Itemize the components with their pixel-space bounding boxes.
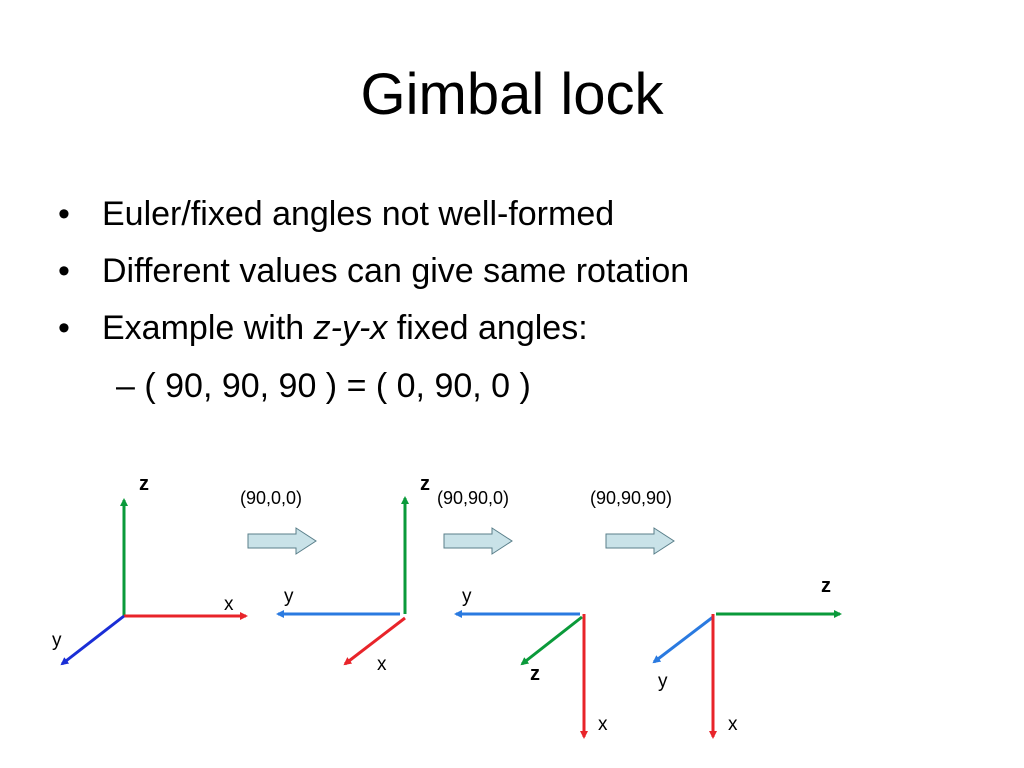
frame-2-y-label: y	[284, 586, 294, 607]
frame-3: y z x	[454, 586, 608, 739]
frame-1-y-label: y	[52, 630, 62, 651]
right-arrow-icon	[605, 527, 675, 555]
bullet-item: • Example with z-y-x fixed angles:	[58, 300, 689, 357]
frame-4: z y x	[652, 575, 842, 739]
rotation-label-1: (90,0,0)	[240, 488, 302, 508]
right-arrow-icon	[443, 527, 513, 555]
bullet-marker: •	[58, 195, 70, 233]
rotation-step-1: (90,0,0)	[240, 488, 317, 555]
bullet-item: • Different values can give same rotatio…	[58, 243, 689, 300]
frame-3-z-axis	[520, 615, 583, 666]
frame-1-x-label: x	[224, 594, 234, 615]
bullet-text: Example with z-y-x fixed angles:	[102, 309, 588, 347]
bullet-marker: •	[58, 309, 70, 347]
rotation-label-2: (90,90,0)	[437, 488, 509, 508]
bullet-list: • Euler/fixed angles not well-formed • D…	[58, 186, 689, 357]
frame-3-y-label: y	[462, 586, 472, 607]
bullet-item: • Euler/fixed angles not well-formed	[58, 186, 689, 243]
slide-title: Gimbal lock	[360, 62, 664, 127]
frame-1-z-label: z	[139, 473, 149, 495]
bullet-text-italic: z-y-x	[313, 309, 388, 347]
rotation-step-2: (90,90,0)	[437, 488, 513, 555]
frame-4-x-label: x	[728, 714, 738, 735]
gimbal-lock-diagram: z x y (90,0,0) z y x (90,90,0) y	[52, 473, 842, 739]
rotation-label-3: (90,90,90)	[590, 488, 672, 508]
frame-4-y-axis	[652, 615, 714, 664]
bullet-text: Different values can give same rotation	[102, 252, 690, 290]
frame-2-x-axis	[343, 616, 406, 666]
frame-2-x-label: x	[377, 654, 387, 675]
frame-3-x-label: x	[598, 714, 608, 735]
frame-3-z-label: z	[530, 663, 540, 685]
frame-4-z-label: z	[821, 575, 831, 597]
bullet-marker: •	[58, 252, 70, 290]
frame-2-z-label: z	[420, 473, 430, 495]
frame-2: z y x	[276, 473, 430, 675]
right-arrow-icon	[247, 527, 317, 555]
frame-1-y-axis	[60, 614, 125, 666]
frame-1: z x y	[52, 473, 248, 666]
frame-4-y-label: y	[658, 671, 668, 692]
bullet-text-suffix: fixed angles:	[387, 309, 588, 347]
bullet-text: Euler/fixed angles not well-formed	[102, 195, 615, 233]
sub-bullet: – ( 90, 90, 90 ) = ( 0, 90, 0 )	[116, 367, 531, 405]
rotation-step-3: (90,90,90)	[590, 488, 675, 555]
bullet-text-prefix: Example with	[102, 309, 314, 347]
